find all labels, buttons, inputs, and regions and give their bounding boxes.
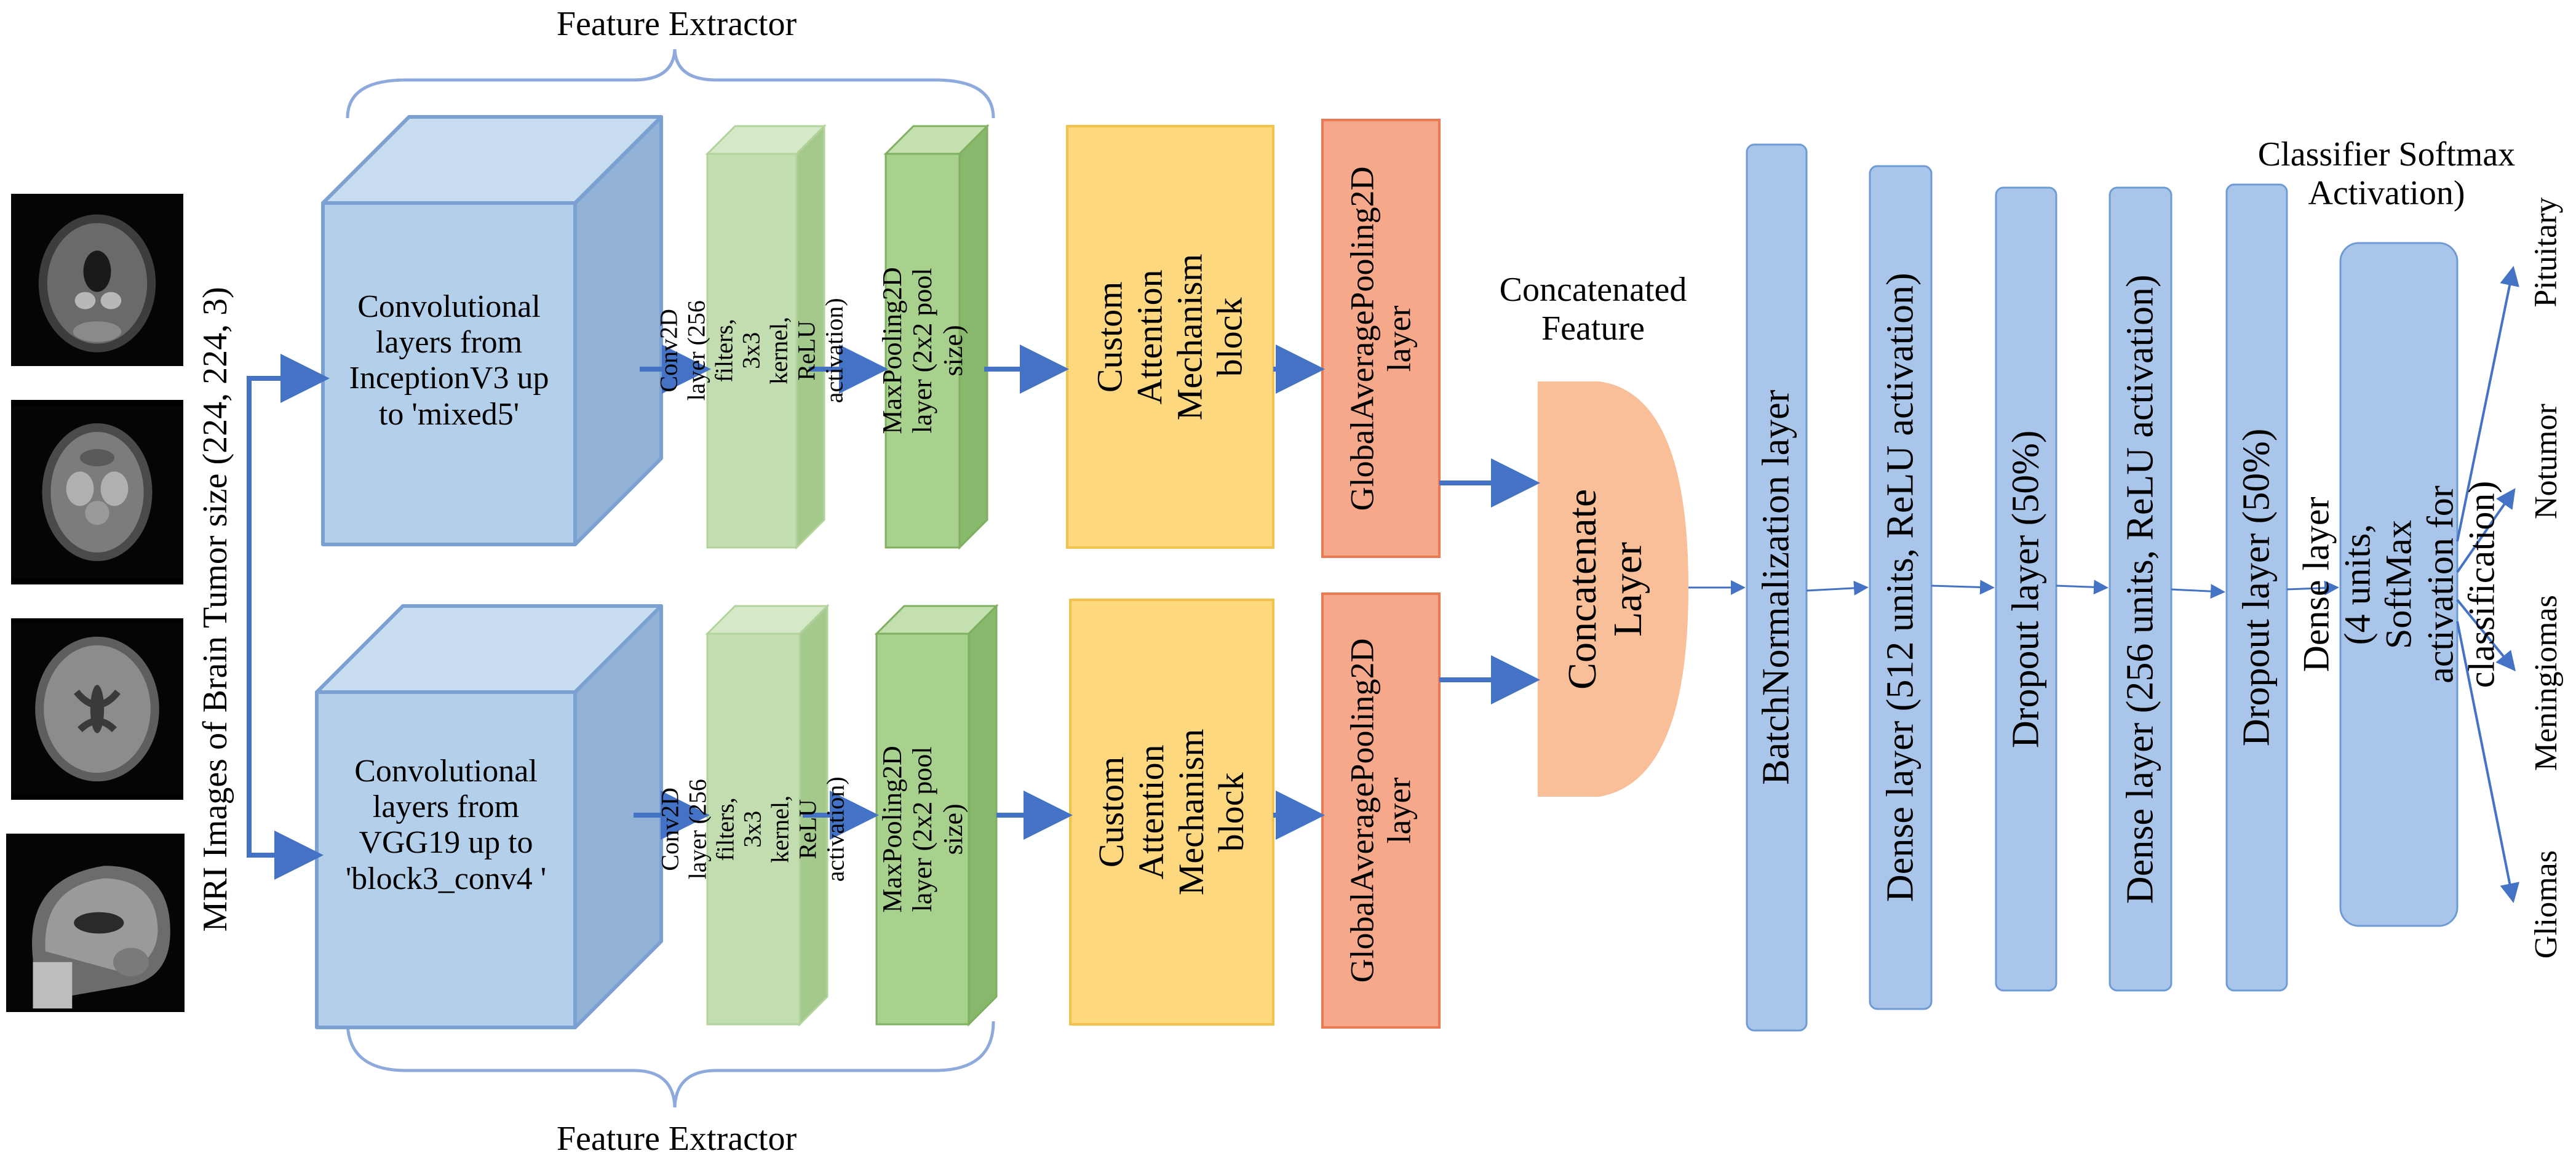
batchnorm-layer-label: BatchNormalization layer	[1755, 389, 1797, 786]
dense-512-layer-box	[1869, 165, 1933, 1010]
flow-arrows-bottom	[634, 655, 1540, 840]
gap-label-top: GlobalAveragePooling2D layer	[1343, 166, 1418, 511]
dropout-2-layer-label: Dropout layer (50%)	[2235, 428, 2278, 747]
dropout-1-layer-label: Dropout layer (50%)	[2005, 430, 2047, 748]
mri-thumbnail-sagittal	[6, 834, 185, 1012]
inceptionv3-backbone-cube	[321, 115, 663, 546]
classifier-caption: Classifier Softmax Activation)	[2257, 135, 2516, 212]
feature-extractor-brace-bottom	[346, 1021, 995, 1108]
dense-512-layer-label: Dense layer (512 units, ReLU activation)	[1879, 273, 1922, 903]
vgg19-backbone-cube	[315, 604, 663, 1029]
maxpool-prism-bottom	[874, 604, 999, 1027]
conv2d-label-top: Conv2D layer (256 filters, 3x3 kernel, R…	[654, 298, 848, 404]
attention-label-bottom: Custom Attention Mechanism block	[1091, 728, 1251, 896]
mri-thumbnail-axial	[11, 400, 183, 584]
brain-sagittal-icon	[6, 834, 185, 1012]
mri-thumbnail-axial-flair	[11, 618, 183, 800]
dense-256-layer-label: Dense layer (256 units, ReLU activation)	[2119, 274, 2161, 904]
input-split-arrows	[247, 354, 330, 880]
dropout-2-layer-box	[2225, 183, 2288, 992]
feature-extractor-label-top: Feature Extractor	[556, 5, 797, 43]
output-label-meningiomas: Meningiomas	[2528, 595, 2564, 771]
maxpool-prism-top	[883, 124, 990, 550]
dense-256-layer-box	[2109, 186, 2173, 992]
batchnorm-layer-box	[1746, 143, 1808, 1032]
flow-arrows-top	[640, 345, 1540, 508]
gap-block-top-box	[1321, 119, 1441, 558]
flow-arrows-classifier	[1688, 580, 2339, 599]
dense-4-layer-box	[2339, 242, 2459, 927]
concatenate-layer-shape	[1538, 381, 1688, 797]
backbone-label-top: Convolutional layers from InceptionV3 up…	[349, 289, 549, 432]
output-arrows	[2456, 266, 2519, 903]
mri-thumbnail-coronal	[11, 194, 183, 366]
attention-block-top-box	[1066, 125, 1274, 549]
conv2d-label-bottom: Conv2D layer (256 filters, 3x3 kernel, R…	[656, 776, 849, 882]
input-label: MRI Images of Brain Tumor size (224, 224…	[196, 286, 234, 932]
dropout-1-layer-box	[1995, 186, 2057, 992]
feature-extractor-label-bottom: Feature Extractor	[556, 1120, 797, 1158]
output-label-gliomas: Gliomas	[2528, 850, 2564, 959]
maxpool-label-top: MaxPooling2D layer (2x2 pool size)	[877, 267, 968, 434]
brain-axial-flair-icon	[11, 623, 183, 795]
gap-label-bottom: GlobalAveragePooling2D layer	[1343, 638, 1418, 983]
conv2d-prism-top	[705, 124, 827, 550]
feature-extractor-brace-top	[346, 49, 995, 119]
concatenate-layer-label: Concatenate Layer	[1560, 488, 1651, 690]
gap-block-bottom-box	[1321, 592, 1441, 1029]
attention-label-top: Custom Attention Mechanism block	[1089, 253, 1250, 420]
concatenated-feature-caption: Concatenated Feature	[1499, 271, 1687, 348]
dense-4-layer-label: Dense layer (4 units, SoftMax activation…	[2296, 480, 2502, 688]
attention-block-bottom-box	[1069, 599, 1274, 1026]
maxpool-label-bottom: MaxPooling2D layer (2x2 pool size)	[877, 745, 968, 913]
output-label-notumor: Notumor	[2528, 404, 2564, 519]
backbone-label-bottom: Convolutional layers from VGG19 up to 'b…	[345, 754, 547, 896]
brain-axial-icon	[11, 406, 183, 578]
conv2d-prism-bottom	[705, 604, 830, 1027]
output-label-pituitary: Pituitary	[2528, 197, 2564, 308]
brain-coronal-icon	[11, 194, 183, 366]
